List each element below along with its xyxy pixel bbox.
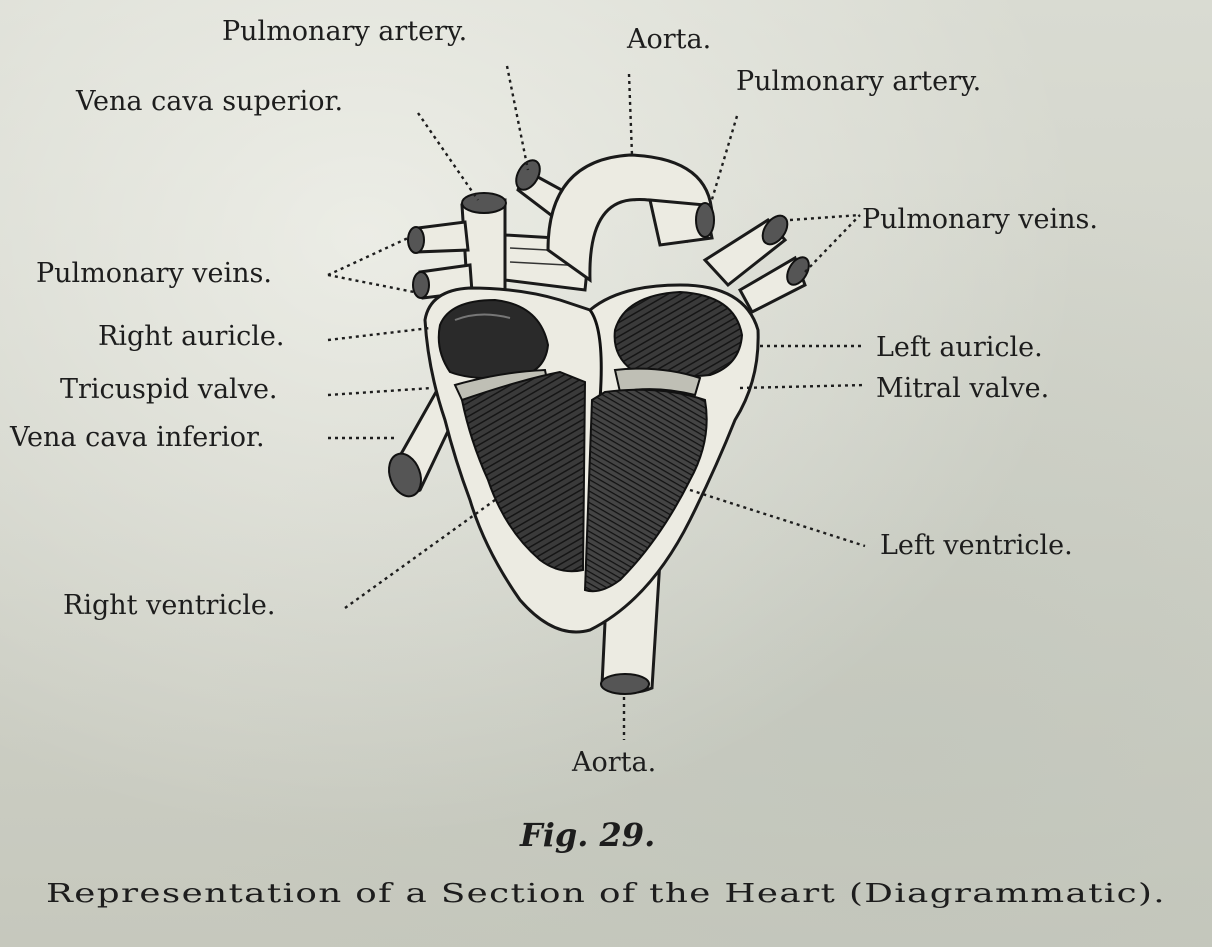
leader-pulmonary-artery-left: [505, 65, 530, 171]
label-mitral-valve: Mitral valve.: [876, 373, 1049, 404]
leader-left-ventricle: [689, 488, 866, 548]
label-pulmonary-veins-right: Pulmonary veins.: [862, 204, 1098, 235]
leader-pulmonary-veins-right-a: [789, 213, 861, 222]
leader-pulmonary-veins-left-b: [327, 273, 415, 294]
label-vena-cava-inferior: Vena cava inferior.: [9, 422, 265, 453]
right-auricle-chamber: [437, 298, 550, 380]
leader-tricuspid-valve: [327, 386, 433, 397]
leader-pulmonary-veins-left-a: [327, 236, 409, 277]
leader-pulmonary-artery-right: [708, 115, 739, 207]
figure-caption: Representation of a Section of the Heart…: [46, 879, 1166, 909]
leader-vena-cava-superior: [417, 112, 479, 201]
left-ventricle-chamber: [583, 388, 708, 593]
label-pulmonary-artery-left: Pulmonary artery.: [222, 16, 467, 47]
figure-number: Fig. 29.: [519, 816, 655, 854]
leader-lines: [327, 65, 866, 740]
leader-right-ventricle: [344, 499, 496, 609]
label-vena-cava-superior: Vena cava superior.: [75, 86, 343, 117]
label-left-auricle: Left auricle.: [876, 332, 1043, 363]
heart-illustration: [388, 153, 810, 695]
labels: Pulmonary artery. Aorta. Pulmonary arter…: [9, 16, 1098, 778]
leader-mitral-valve: [739, 383, 866, 390]
label-right-auricle: Right auricle.: [98, 321, 284, 352]
label-aorta-bottom: Aorta.: [571, 747, 656, 778]
label-aorta-top: Aorta.: [626, 24, 711, 55]
label-right-ventricle: Right ventricle.: [63, 590, 275, 621]
leader-right-auricle: [327, 326, 431, 342]
label-pulmonary-veins-left: Pulmonary veins.: [36, 258, 272, 289]
leader-aorta-top: [627, 73, 634, 156]
label-left-ventricle: Left ventricle.: [880, 530, 1073, 561]
left-auricle-chamber: [613, 290, 744, 378]
label-pulmonary-artery-right: Pulmonary artery.: [736, 66, 981, 97]
right-ventricle-chamber: [460, 370, 587, 573]
label-tricuspid-valve: Tricuspid valve.: [60, 374, 278, 405]
leader-pulmonary-veins-right-b: [804, 214, 861, 273]
